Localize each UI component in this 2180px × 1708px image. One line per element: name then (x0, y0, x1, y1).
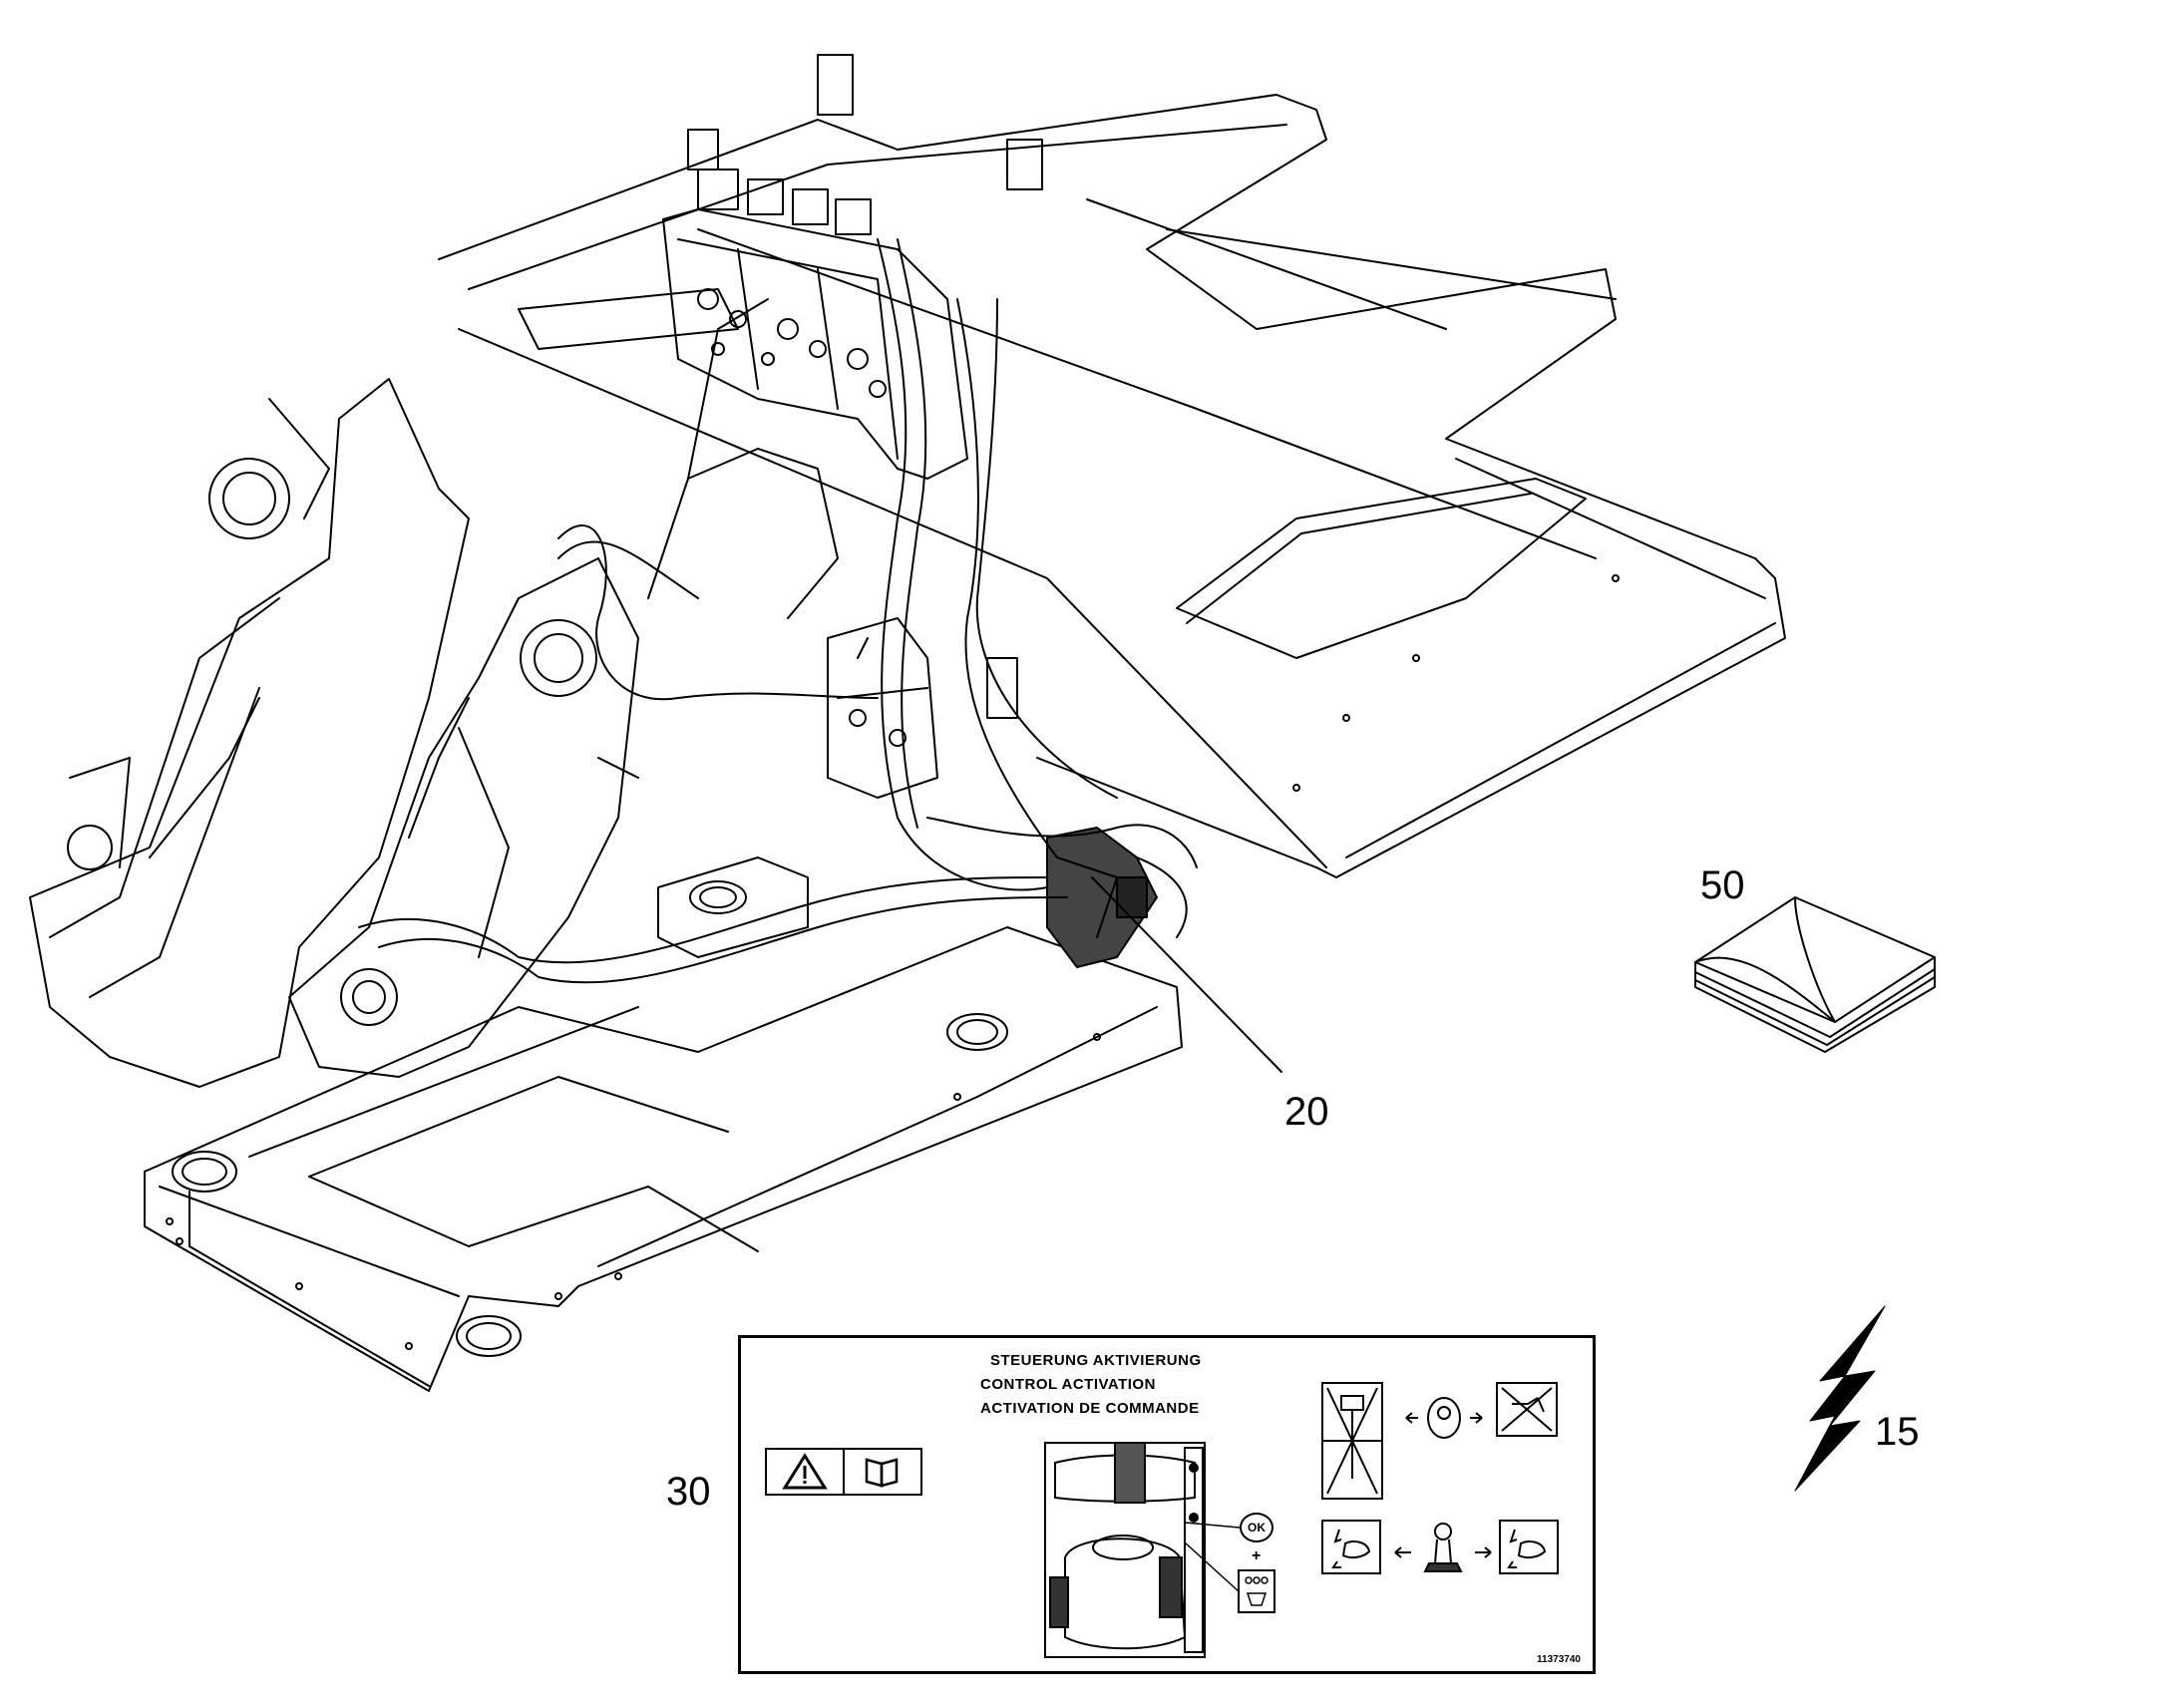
hand-lever-right-pictogram (1499, 1520, 1559, 1574)
joystick-control-unit (1046, 827, 1158, 968)
warning-manual-svg (782, 1450, 899, 1494)
joystick-center-pictogram-top (1404, 1393, 1484, 1443)
joystick-center-pictogram-bottom (1391, 1518, 1496, 1577)
plus-sign: + (1252, 1547, 1262, 1564)
callout-15: 15 (1875, 1410, 1920, 1454)
control-activation-label: STEUERUNG AKTIVIERUNG CONTROL ACTIVATION… (738, 1335, 1596, 1674)
open-book-icon (1694, 896, 1936, 1053)
warning-triangle-icon (782, 1453, 828, 1490)
crossed-hand-icon (1501, 1387, 1553, 1432)
pictogram-leaders (1184, 1522, 1241, 1593)
warning-manual-pictogram (765, 1448, 922, 1496)
callout-20-leader (1091, 876, 1282, 1073)
joystick-icon (1405, 1397, 1483, 1439)
crossed-joystick-pictogram (1496, 1382, 1558, 1437)
ok-text: OK (1248, 1521, 1266, 1535)
armrest-diagram (1035, 1438, 1220, 1662)
callout-50: 50 (1700, 863, 1745, 907)
callout-20: 20 (1284, 1090, 1329, 1134)
chassis-frame (29, 94, 1786, 1392)
hand-left-icon (1331, 1529, 1371, 1568)
crossed-lever-icon (1323, 1387, 1381, 1495)
label-title-de: STEUERUNG AKTIVIERUNG (990, 1352, 1202, 1369)
keypad-icon (1245, 1576, 1269, 1606)
joystick-handle-icon (1394, 1523, 1492, 1572)
manual-book-icon (865, 1458, 899, 1488)
secondary-valve-group (827, 617, 1018, 799)
hand-right-icon (1507, 1529, 1547, 1568)
callout-30: 30 (666, 1470, 711, 1514)
hand-lever-left-pictogram (1321, 1520, 1381, 1574)
no-lock-pictogram (1321, 1382, 1383, 1500)
hydraulic-hoses (358, 238, 1198, 984)
lightning-bolt-icon (1794, 1305, 1886, 1492)
armrest-icon (1044, 1442, 1206, 1658)
label-part-code: 11373740 (1537, 1654, 1581, 1665)
ok-button-pictogram: OK (1240, 1513, 1273, 1542)
control-valve-block (662, 54, 1043, 480)
label-title-en: CONTROL ACTIVATION (980, 1376, 1156, 1393)
label-title-fr: ACTIVATION DE COMMANDE (980, 1400, 1200, 1417)
